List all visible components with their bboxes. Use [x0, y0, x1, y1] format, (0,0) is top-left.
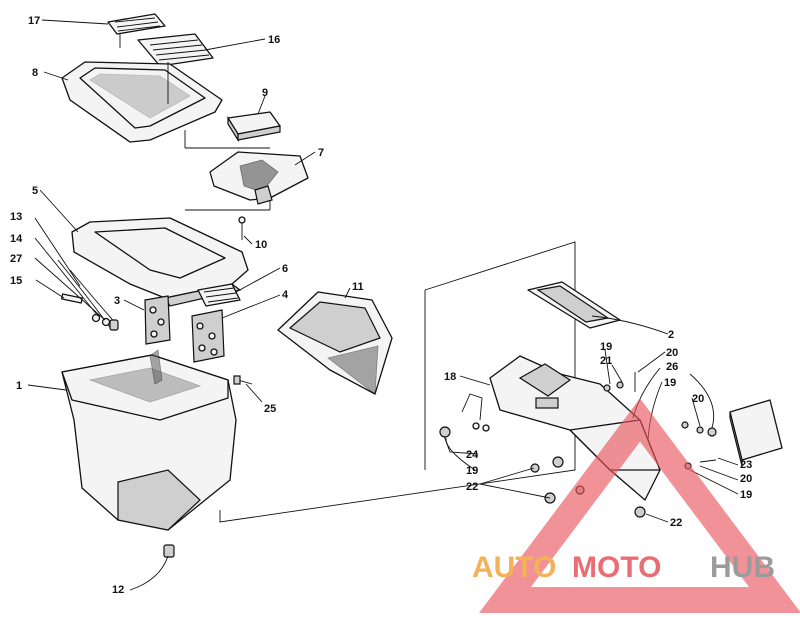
callout-3: 3 [114, 295, 120, 307]
callout-27: 27 [10, 253, 22, 265]
callout-19-mid: 19 [664, 377, 676, 389]
callout-6: 6 [282, 263, 288, 275]
callout-22-left: 22 [466, 481, 478, 493]
part-11-intake-funnel [277, 291, 393, 395]
callout-21: 21 [600, 355, 612, 367]
part-17-label-plate [107, 13, 166, 35]
callout-22-bottom: 22 [670, 517, 682, 529]
part-25-bolt [233, 375, 253, 385]
callout-26: 26 [666, 361, 678, 373]
callout-19-top: 19 [600, 341, 612, 353]
watermark-auto: AUTO [472, 551, 556, 584]
leader-lines [27, 19, 739, 591]
callout-8: 8 [32, 67, 38, 79]
part-7-intake-tray [209, 151, 309, 205]
watermark-triangle [479, 398, 800, 613]
callout-9: 9 [262, 87, 268, 99]
callout-24: 24 [466, 449, 479, 461]
callout-7: 7 [318, 147, 324, 159]
callout-11: 11 [352, 281, 364, 293]
callout-4: 4 [282, 289, 289, 301]
callout-19-bottom: 19 [740, 489, 752, 501]
watermark-hub: HUB [710, 551, 775, 584]
assembly-connection-outline [219, 241, 576, 523]
callout-20-mid: 20 [692, 393, 704, 405]
part-16-decal [137, 33, 214, 67]
part-10-screw [238, 216, 246, 240]
callout-labels: 17 16 8 9 7 5 13 14 27 15 10 6 4 3 11 1 … [10, 15, 752, 596]
part-8-cover [61, 61, 223, 143]
callout-16: 16 [268, 34, 280, 46]
hardware-fasteners-right [439, 372, 717, 518]
callout-10: 10 [255, 239, 267, 251]
part-12-drain-cap [163, 544, 175, 558]
callout-25: 25 [264, 403, 276, 415]
automotohub-watermark: AUTO MOTO HUB [472, 398, 800, 613]
callout-1: 1 [16, 380, 22, 392]
callout-20-bottom: 20 [740, 473, 752, 485]
part-2-filter-frame [527, 281, 621, 329]
part-6-grille [197, 283, 241, 307]
part-23-filter [729, 399, 783, 467]
watermark-moto: MOTO [572, 551, 661, 584]
callout-18: 18 [444, 371, 456, 383]
part-9-filter [227, 111, 281, 143]
hardware-stack-left [57, 259, 119, 331]
callout-19-left: 19 [466, 465, 478, 477]
callout-12: 12 [112, 584, 124, 596]
callout-2: 2 [668, 329, 674, 341]
callout-13: 13 [10, 211, 22, 223]
callout-23: 23 [740, 459, 752, 471]
callout-14: 14 [10, 233, 23, 245]
part-1-airbox [61, 349, 237, 531]
part-4-gasket [191, 309, 225, 363]
part-3-gasket [144, 295, 171, 345]
callout-20-top: 20 [666, 347, 678, 359]
part-24-hose [461, 393, 490, 432]
callout-15: 15 [10, 275, 22, 287]
callout-17: 17 [28, 15, 40, 27]
callout-5: 5 [32, 185, 38, 197]
